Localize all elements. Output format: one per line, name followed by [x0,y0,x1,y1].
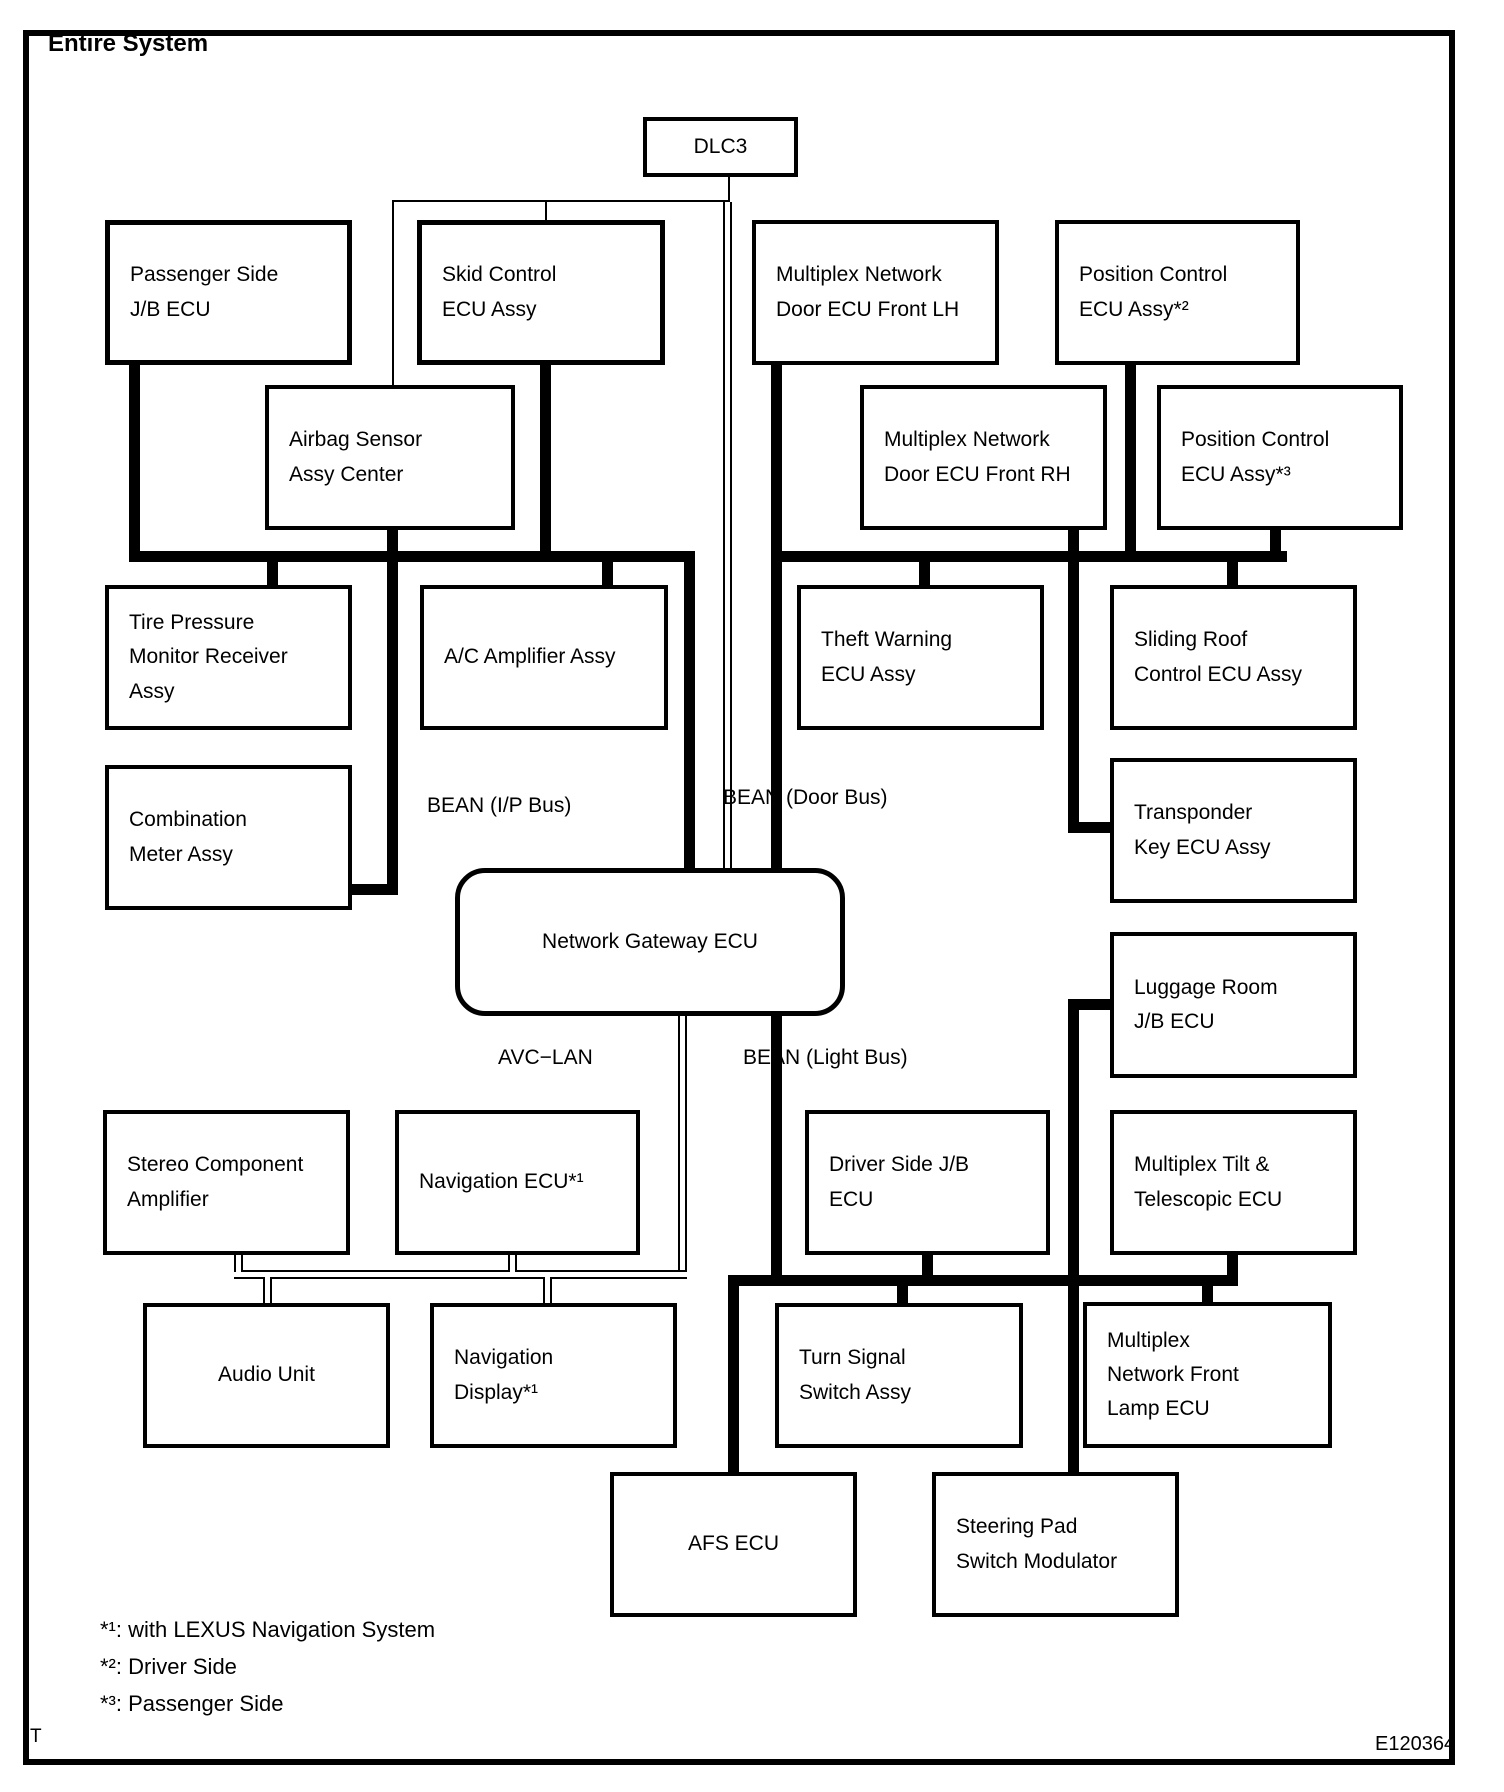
node-driver-side-jb-ecu: Driver Side J/B ECU [805,1110,1050,1255]
connector-dlc3-horizontal [392,200,730,202]
connector-muxlamp-stub [1202,1286,1213,1302]
node-multiplex-door-ecu-front-lh: Multiplex Network Door ECU Front LH [752,220,999,365]
node-airbag-sensor-assy-center: Airbag Sensor Assy Center [265,385,515,530]
node-multiplex-door-ecu-front-rh: Multiplex Network Door ECU Front RH [860,385,1107,530]
page-border [23,30,1455,1765]
bus-bean-ip [129,551,695,562]
connector-luggage-steering-vertical [1068,999,1079,1472]
connector-muxlh-doorbus-gateway [771,365,782,868]
node-network-gateway-ecu: Network Gateway ECU [455,868,845,1016]
node-audio-unit: Audio Unit [143,1303,390,1448]
connector-tire-stub [267,562,278,585]
node-position-control-ecu-2: Position Control ECU Assy*² [1055,220,1300,365]
page-title: Entire System [48,30,209,57]
connector-avclan-stereo-stub [234,1255,243,1272]
connector-avclan-audio-stub [263,1277,272,1303]
label-avc-lan: AVC−LAN [498,1046,593,1069]
connector-avclan-vertical [678,1016,687,1278]
connector-avclan-horizontal [234,1270,687,1279]
node-combination-meter-assy: Combination Meter Assy [105,765,352,910]
connector-luggage-elbow [1068,999,1110,1010]
connector-dlc3-drop [728,177,730,202]
node-passenger-side-jb-ecu: Passenger Side J/B ECU [105,220,352,365]
node-navigation-ecu: Navigation ECU*¹ [395,1110,640,1255]
footnotes: *¹: with LEXUS Navigation System *²: Dri… [100,1612,435,1723]
node-steering-pad-switch-modulator: Steering Pad Switch Modulator [932,1472,1179,1617]
figure-code: E120364 [1375,1733,1456,1755]
connector-skid-to-ipbus [540,365,551,551]
connector-kline-to-gateway [723,202,732,868]
connector-turnsignal-stub [897,1286,908,1303]
node-multiplex-network-front-lamp-ecu: Multiplex Network Front Lamp ECU [1083,1302,1332,1448]
node-stereo-component-amplifier: Stereo Component Amplifier [103,1110,350,1255]
connector-transponder-elbow [1068,822,1110,833]
connector-slidingroof-stub [1227,562,1238,585]
bus-bean-light [728,1275,1238,1286]
connector-passenger-to-ipbus [129,365,140,551]
node-turn-signal-switch-assy: Turn Signal Switch Assy [775,1303,1023,1448]
connector-avclan-navdisplay-stub [543,1277,552,1303]
connector-dlc3-skid-stub [545,202,547,220]
node-tire-pressure-monitor-receiver: Tire Pressure Monitor Receiver Assy [105,585,352,730]
node-position-control-ecu-3: Position Control ECU Assy*³ [1157,385,1403,530]
connector-avclan-navecu-stub [508,1255,517,1272]
label-bean-light-bus: BEAN (Light Bus) [743,1046,908,1069]
node-transponder-key-ecu: Transponder Key ECU Assy [1110,758,1357,903]
connector-muxrh-to-transponder [1068,530,1079,833]
connector-airbag-combination [387,530,398,895]
node-afs-ecu: AFS ECU [610,1472,857,1617]
node-luggage-room-jb-ecu: Luggage Room J/B ECU [1110,932,1357,1078]
connector-theft-stub [919,562,930,585]
connector-posctrl3-drop [1270,530,1281,551]
corner-mark: T [30,1726,42,1747]
connector-ipbus-to-gateway [684,551,695,868]
node-dlc3: DLC3 [643,117,798,177]
footnote-2: *²: Driver Side [100,1653,237,1679]
node-theft-warning-ecu: Theft Warning ECU Assy [797,585,1044,730]
connector-gateway-to-lightbus [771,1016,782,1275]
footnote-1: *¹: with LEXUS Navigation System [100,1617,436,1642]
label-bean-door-bus: BEAN (Door Bus) [723,786,888,809]
connector-driverjb-stub [922,1255,933,1275]
node-sliding-roof-control-ecu: Sliding Roof Control ECU Assy [1110,585,1357,730]
connector-posctrl2-drop [1125,365,1136,551]
node-multiplex-tilt-telescopic-ecu: Multiplex Tilt & Telescopic ECU [1110,1110,1357,1255]
connector-ac-stub [602,562,613,585]
connector-combination-elbow [352,884,398,895]
node-skid-control-ecu: Skid Control ECU Assy [417,220,665,365]
node-navigation-display: Navigation Display*¹ [430,1303,677,1448]
connector-afs-drop [728,1275,739,1472]
footnote-3: *³: Passenger Side [100,1690,284,1716]
connector-dlc3-airbag-drop [392,202,394,385]
node-ac-amplifier-assy: A/C Amplifier Assy [420,585,668,730]
bus-bean-door [777,551,1287,562]
label-bean-ip-bus: BEAN (I/P Bus) [427,794,572,817]
connector-muxtilt-stub [1227,1255,1238,1275]
